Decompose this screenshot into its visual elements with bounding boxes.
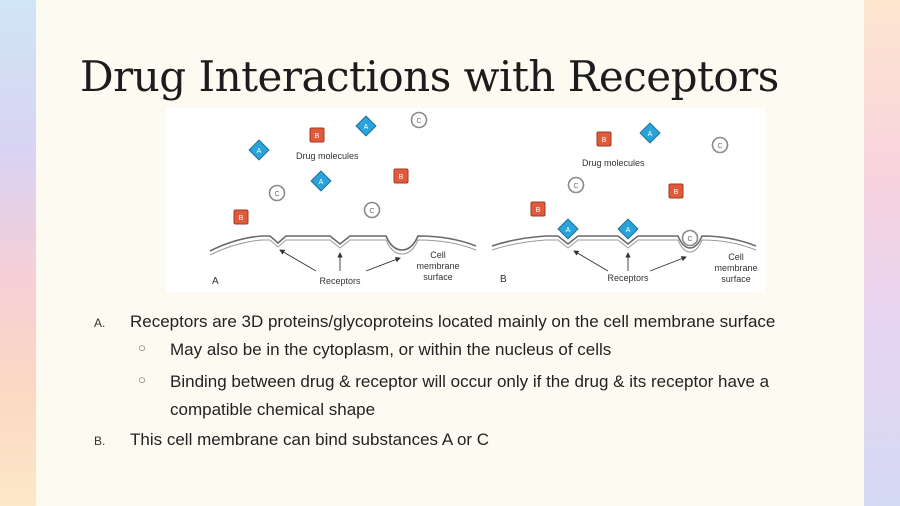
molecule-c: C bbox=[567, 176, 585, 194]
receptor-diagram-svg: A B A C A bbox=[209, 111, 758, 287]
svg-text:B: B bbox=[315, 133, 320, 140]
molecule-b: B bbox=[596, 131, 612, 147]
sub-bullet-text: May also be in the cytoplasm, or within … bbox=[170, 340, 612, 359]
slide-title: Drug Interactions with Receptors bbox=[80, 52, 779, 101]
molecule-b: B bbox=[309, 127, 325, 143]
membrane-label-line2: membrane bbox=[416, 261, 459, 271]
panel-b-label: B bbox=[500, 274, 507, 285]
svg-text:B: B bbox=[602, 137, 607, 144]
receptors-label: Receptors bbox=[319, 276, 361, 286]
molecule-c: C bbox=[363, 201, 381, 219]
molecule-c: C bbox=[268, 184, 286, 202]
bullet-text: This cell membrane can bind substances A… bbox=[130, 430, 490, 449]
cell-membrane-b bbox=[491, 235, 757, 249]
left-decorative-gradient bbox=[0, 0, 36, 506]
molecule-c: C bbox=[711, 136, 729, 154]
panel-b: B A C C B bbox=[491, 122, 758, 285]
svg-text:C: C bbox=[274, 191, 279, 198]
bullet-marker: A. bbox=[94, 316, 106, 330]
svg-text:A: A bbox=[566, 227, 571, 234]
molecule-a: A bbox=[310, 170, 332, 192]
sub-bullet-text: Binding between drug & receptor will occ… bbox=[170, 372, 770, 419]
svg-text:A: A bbox=[626, 227, 631, 234]
slide: Drug Interactions with Receptors bbox=[36, 0, 864, 506]
sub-bullet-marker: ○ bbox=[138, 372, 146, 387]
molecule-a: A bbox=[355, 115, 377, 137]
receptors-label: Receptors bbox=[607, 273, 649, 283]
bound-molecule-c: C bbox=[681, 229, 699, 247]
right-decorative-gradient bbox=[864, 0, 900, 506]
svg-text:A: A bbox=[319, 179, 324, 186]
bullet-marker: B. bbox=[94, 434, 106, 448]
panel-a: A B A C A bbox=[209, 111, 477, 287]
membrane-label-line3: surface bbox=[423, 272, 453, 282]
svg-text:A: A bbox=[364, 124, 369, 131]
svg-text:C: C bbox=[416, 118, 421, 125]
molecule-b: B bbox=[530, 201, 546, 217]
drug-molecules-label: Drug molecules bbox=[582, 158, 645, 168]
molecule-b: B bbox=[233, 209, 249, 225]
bullet-list: A. Receptors are 3D proteins/glycoprotei… bbox=[94, 310, 834, 454]
sub-bullet-item: ○ May also be in the cytoplasm, or withi… bbox=[94, 336, 834, 364]
receptor-diagram: A B A C A bbox=[166, 108, 766, 292]
svg-text:B: B bbox=[239, 215, 244, 222]
svg-text:C: C bbox=[717, 143, 722, 150]
molecule-c: C bbox=[410, 111, 428, 129]
membrane-label-line1: Cell bbox=[430, 250, 446, 260]
svg-text:C: C bbox=[687, 236, 692, 243]
svg-text:A: A bbox=[648, 131, 653, 138]
svg-text:C: C bbox=[369, 208, 374, 215]
membrane-label-line1: Cell bbox=[728, 252, 744, 262]
membrane-label-line3: surface bbox=[721, 274, 751, 284]
molecule-a: A bbox=[248, 139, 270, 161]
svg-text:C: C bbox=[573, 183, 578, 190]
sub-bullet-marker: ○ bbox=[138, 340, 146, 355]
svg-text:A: A bbox=[257, 148, 262, 155]
drug-molecules-label: Drug molecules bbox=[296, 151, 359, 161]
molecule-a: A bbox=[639, 122, 661, 144]
bullet-text: Receptors are 3D proteins/glycoproteins … bbox=[130, 312, 776, 331]
svg-text:B: B bbox=[399, 174, 404, 181]
membrane-label-line2: membrane bbox=[714, 263, 757, 273]
bound-molecule-a: A bbox=[617, 218, 639, 240]
sub-bullet-item: ○ Binding between drug & receptor will o… bbox=[94, 368, 834, 424]
bound-molecule-a: A bbox=[557, 218, 579, 240]
bullet-item-a: A. Receptors are 3D proteins/glycoprotei… bbox=[94, 310, 834, 334]
panel-a-label: A bbox=[212, 276, 219, 287]
molecule-b: B bbox=[393, 168, 409, 184]
molecule-b: B bbox=[668, 183, 684, 199]
svg-text:B: B bbox=[674, 189, 679, 196]
cell-membrane-a bbox=[209, 235, 477, 252]
bullet-item-b: B. This cell membrane can bind substance… bbox=[94, 428, 834, 452]
svg-text:B: B bbox=[536, 207, 541, 214]
